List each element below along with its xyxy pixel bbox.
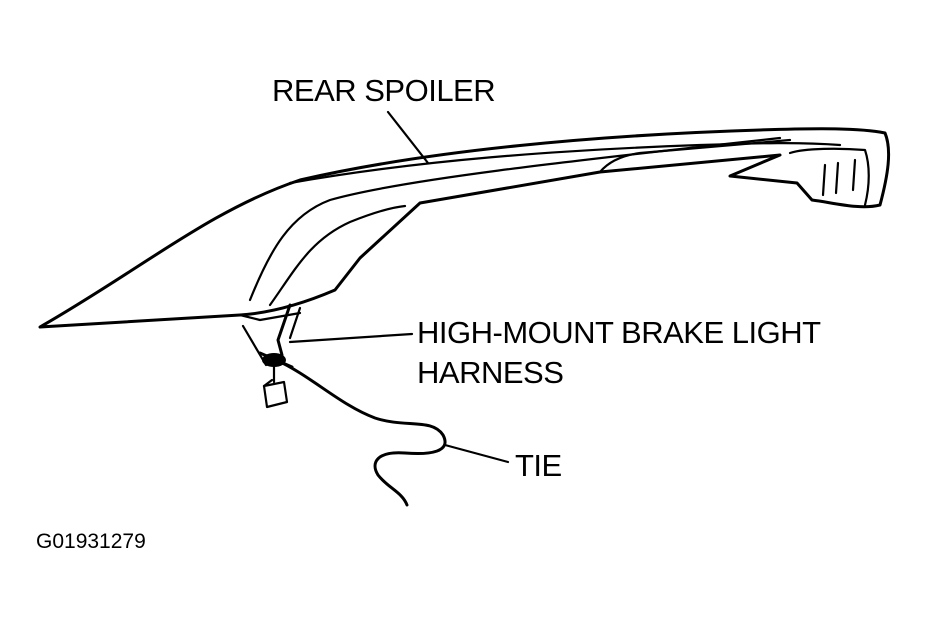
brake-light-harness-label-line1: HIGH-MOUNT BRAKE LIGHT <box>417 315 821 350</box>
connector-top <box>262 378 274 388</box>
rear-spoiler-label: REAR SPOILER <box>272 73 496 108</box>
brake-light-harness-label-line2: HARNESS <box>417 355 564 390</box>
spoiler-inner-groove-2 <box>268 204 407 307</box>
brake-light-harness-label: HIGH-MOUNT BRAKE LIGHT HARNESS <box>417 313 821 393</box>
tie-label: TIE <box>515 448 562 483</box>
spoiler-lamp-pocket <box>598 138 792 174</box>
spoiler-upper-contour <box>288 142 842 185</box>
end-cap-mark-2 <box>834 161 840 195</box>
figure-id: G01931279 <box>36 530 146 553</box>
rear-spoiler-leader <box>386 110 430 165</box>
harness-left-wire <box>241 324 268 367</box>
harness-leader <box>288 332 414 344</box>
harness-stem <box>276 303 292 357</box>
connector-plug <box>262 380 289 409</box>
tie-leader <box>443 443 510 464</box>
end-cap-mark-3 <box>851 158 857 192</box>
spoiler-outline <box>38 127 891 329</box>
harness-wire <box>274 358 447 507</box>
end-cap-mark-1 <box>821 163 827 197</box>
spoiler-end-cap <box>788 147 870 207</box>
harness-stem-2 <box>288 306 302 340</box>
